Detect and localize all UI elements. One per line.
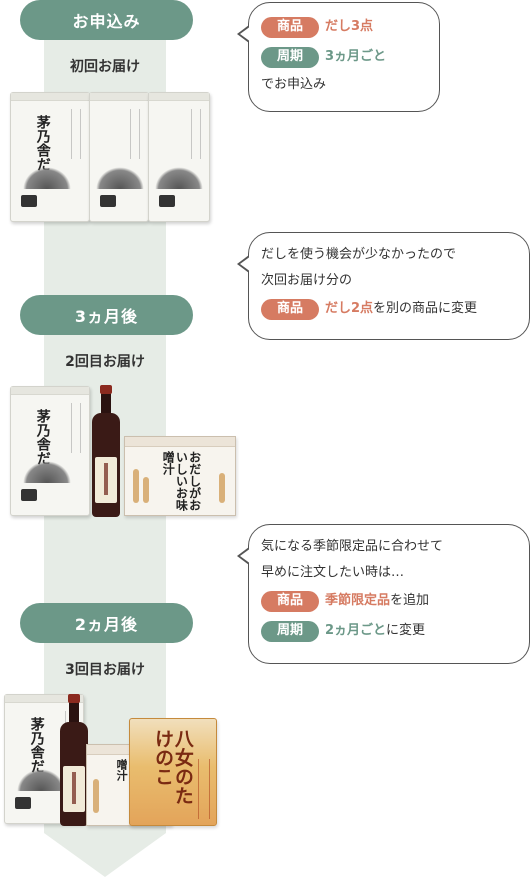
step-pill-2months: 2ヵ月後 bbox=[20, 603, 193, 643]
timeline-arrow bbox=[44, 833, 166, 877]
step-pill-apply: お申込み bbox=[20, 0, 193, 40]
step-pill-3months: 3ヵ月後 bbox=[20, 295, 193, 335]
bubble-line: 次回お届け分の bbox=[261, 272, 353, 288]
miso-box-name: おだしがおいしいお味噌汁 bbox=[161, 451, 202, 511]
speech-bubble-change-product: だしを使う機会が少なかったので 次回お届け分の 商品 だし2点 を別の商品に変更 bbox=[237, 232, 530, 340]
bubble-line: 早めに注文したい時は… bbox=[261, 564, 405, 580]
dashi-pack-icon: 茅乃舎だし bbox=[10, 92, 90, 222]
tag-product: 商品 bbox=[261, 298, 319, 320]
step-pill-label: お申込み bbox=[72, 12, 141, 31]
delivery-label-2: 2回目お届け bbox=[65, 354, 145, 370]
bubble-row-product: 商品 だし2点 を別の商品に変更 bbox=[261, 298, 517, 320]
product-value: だし3点 bbox=[325, 19, 374, 35]
bubble-row-cycle: 周期 2ヵ月ごと に変更 bbox=[261, 620, 517, 642]
step-pill-label: 2ヵ月後 bbox=[74, 615, 139, 634]
cycle-rest: に変更 bbox=[386, 622, 426, 638]
bamboo-pack-name: 八女のたけのこ bbox=[151, 729, 194, 805]
cycle-value: 2ヵ月ごと bbox=[325, 622, 387, 638]
bubble-row-product: 商品 季節限定品 を追加 bbox=[261, 590, 517, 612]
speech-bubble-seasonal: 気になる季節限定品に合わせて 早めに注文したい時は… 商品 季節限定品 を追加 … bbox=[237, 524, 530, 664]
bubble-row-cycle: 周期 3ヵ月ごと bbox=[261, 47, 427, 68]
product-value: 季節限定品 bbox=[325, 592, 391, 608]
miso-soup-box-icon: おだしがおいしいお味噌汁 bbox=[124, 436, 236, 516]
speech-bubble-initial: 商品 だし3点 周期 3ヵ月ごと でお申込み bbox=[237, 2, 440, 112]
delivery-label-1: 初回お届け bbox=[70, 59, 140, 75]
dashi-pack-icon: 茅乃舎だし bbox=[10, 386, 90, 516]
dashi-pack-icon bbox=[148, 92, 210, 222]
product-rest: を追加 bbox=[390, 592, 430, 608]
tag-product: 商品 bbox=[261, 590, 319, 612]
bubble-line: だしを使う機会が少なかったので bbox=[261, 247, 457, 262]
dashi-pack-icon bbox=[89, 92, 149, 222]
bubble-footer: でお申込み bbox=[261, 77, 327, 92]
tsuyu-bottle-icon bbox=[92, 385, 120, 517]
delivery-label-3: 3回目お届け bbox=[65, 662, 145, 678]
tag-cycle: 周期 bbox=[261, 47, 319, 68]
dashi-pack-icon: 茅乃舎だし bbox=[4, 694, 84, 824]
bubble-line: 気になる季節限定品に合わせて bbox=[261, 539, 444, 554]
product-value: だし2点 bbox=[325, 300, 374, 316]
cycle-value: 3ヵ月ごと bbox=[325, 49, 387, 65]
bubble-row-product: 商品 だし3点 bbox=[261, 17, 427, 38]
bamboo-shoot-pack-icon: 八女のたけのこ bbox=[129, 718, 217, 826]
tag-cycle: 周期 bbox=[261, 620, 319, 642]
tsuyu-bottle-icon bbox=[60, 694, 88, 826]
product-rest: を別の商品に変更 bbox=[373, 300, 478, 316]
step-pill-label: 3ヵ月後 bbox=[74, 307, 139, 326]
tag-product: 商品 bbox=[261, 17, 319, 38]
